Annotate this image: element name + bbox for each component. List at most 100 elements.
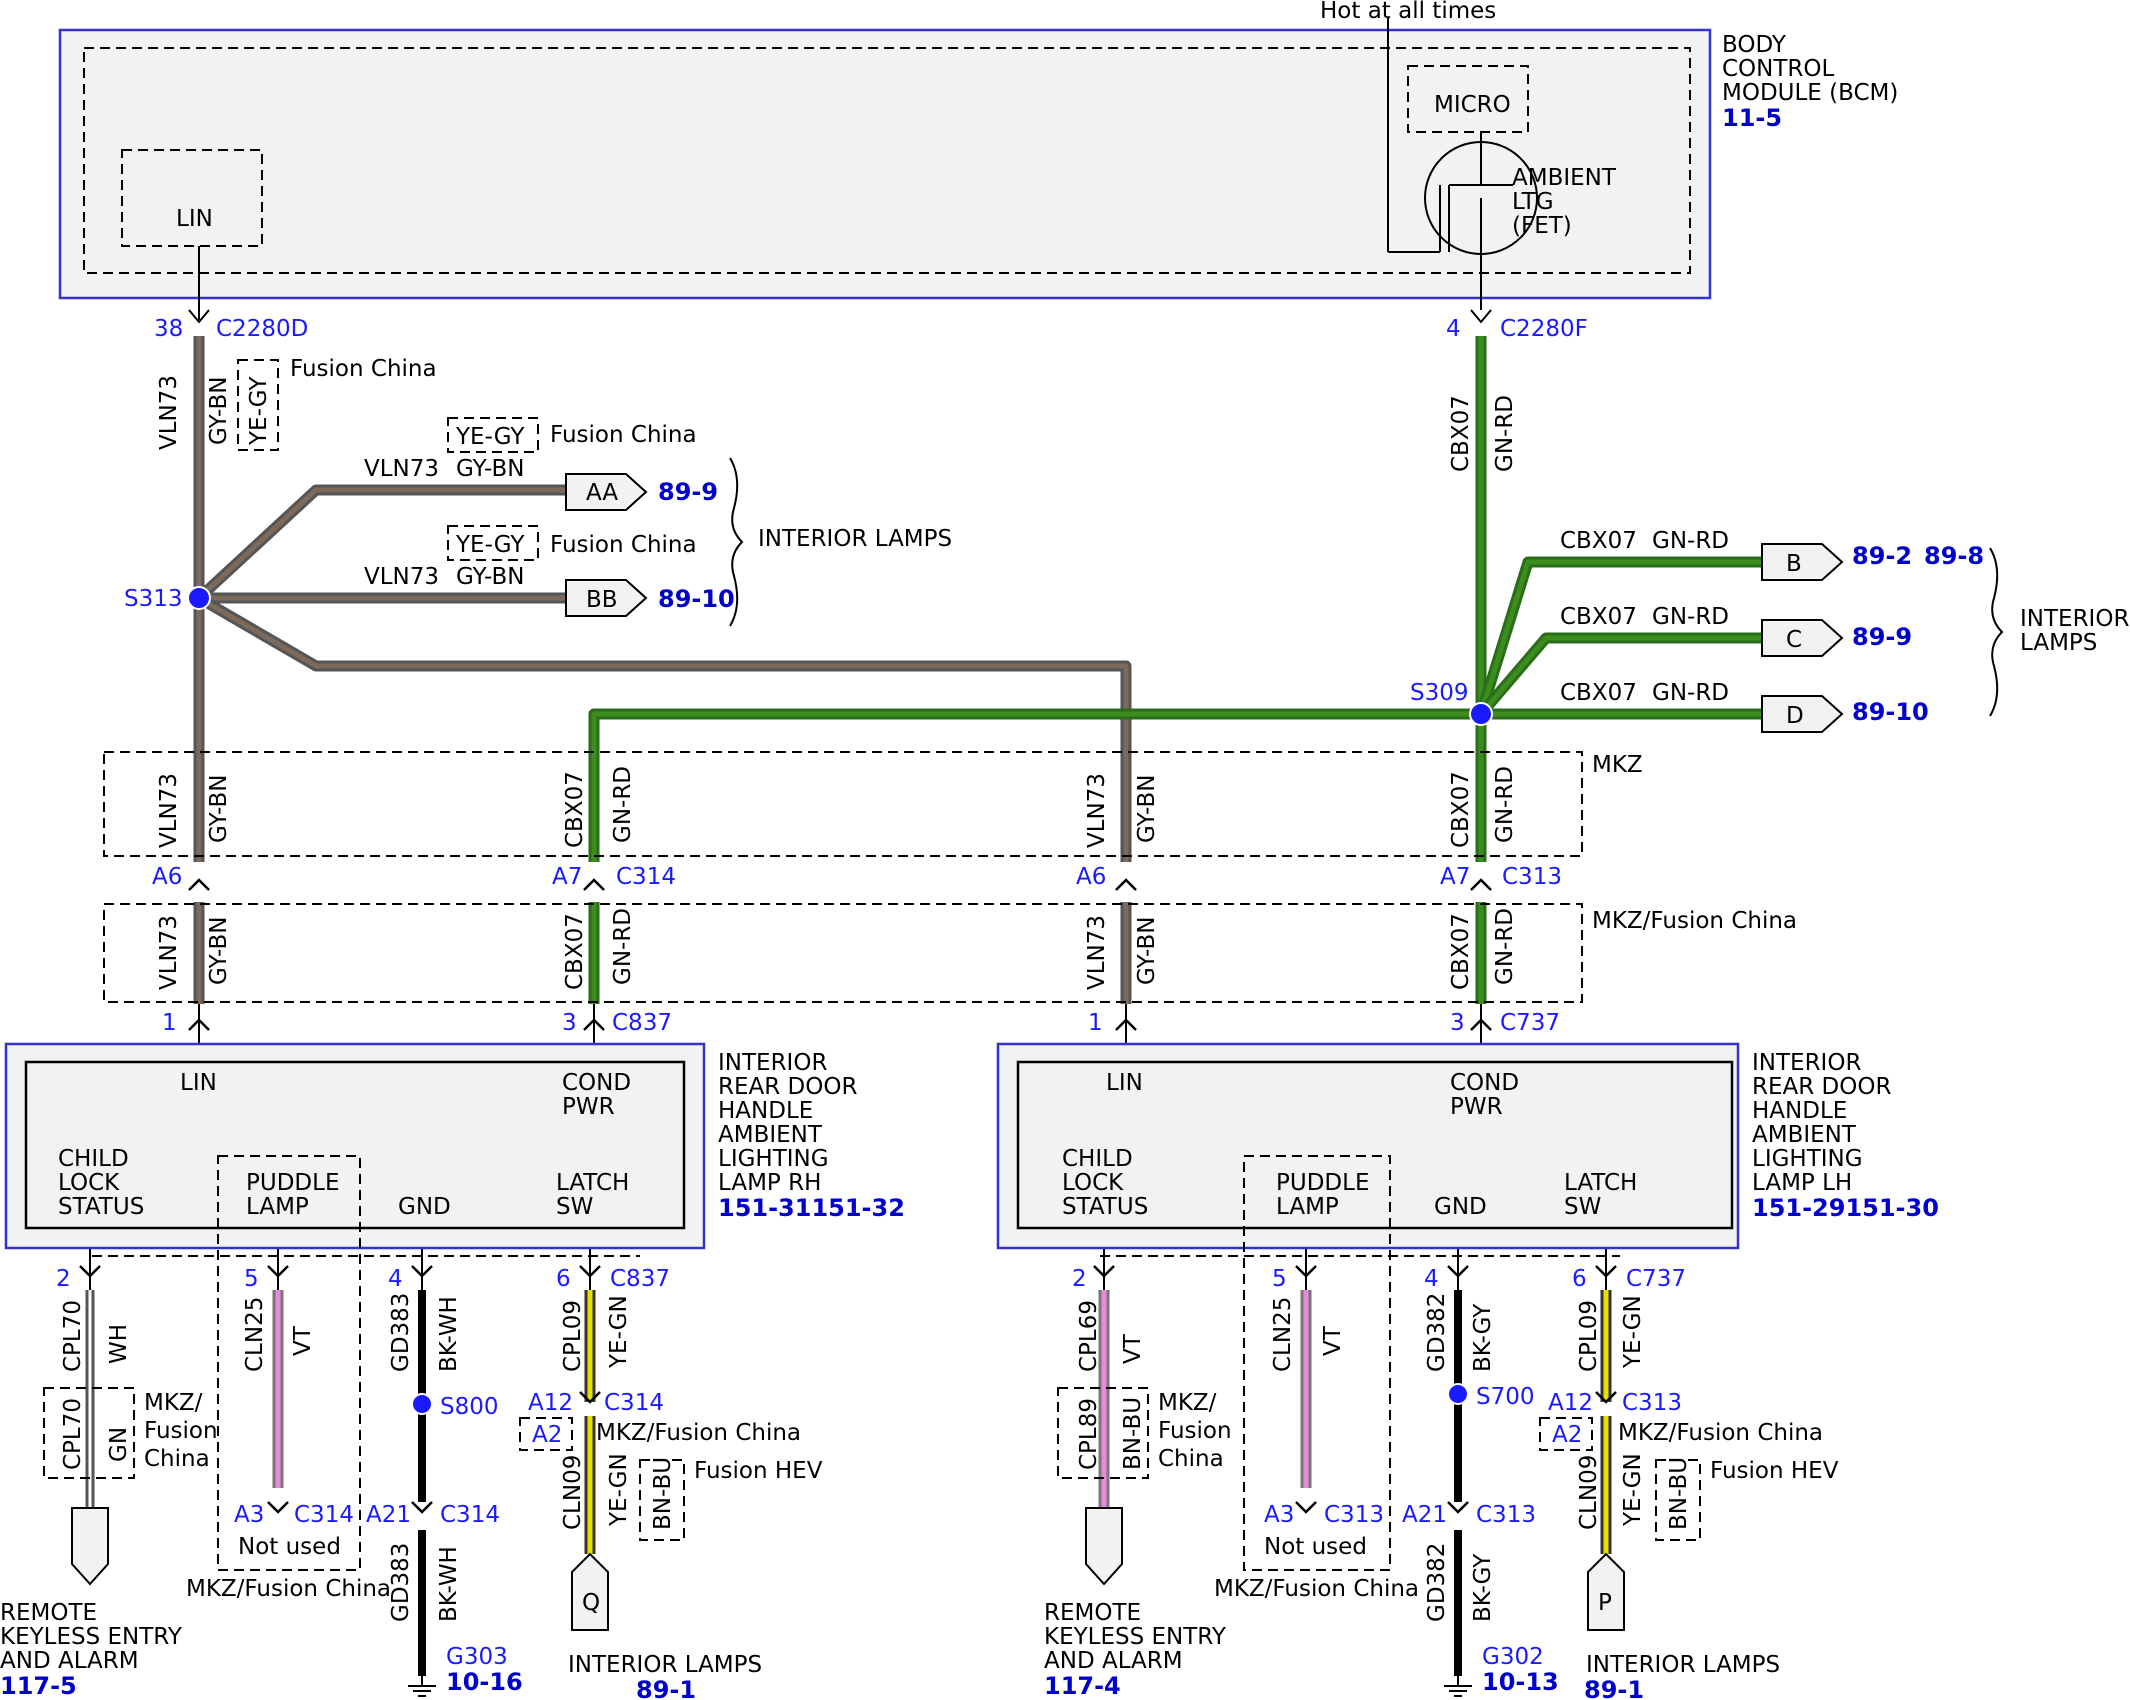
wire-code-cbx07-b: CBX07: [1560, 528, 1637, 554]
rh-pin-a3: A3: [234, 1502, 264, 1528]
lh-cln25: CLN25: [1270, 1297, 1296, 1372]
lh-pin-6: 6: [1572, 1266, 1587, 1292]
rh-cln09: CLN09: [560, 1455, 586, 1530]
ground-g302-ref[interactable]: 10-13: [1482, 1668, 1559, 1696]
rh-mkz-alt-box: [43, 1387, 135, 1479]
rh-c314-a21: C314: [440, 1502, 500, 1528]
offpage-b-ref1[interactable]: 89-2: [1852, 542, 1912, 570]
offpage-c-ref[interactable]: 89-9: [1852, 623, 1912, 651]
lh-interior-lamps-ref[interactable]: 89-1: [1584, 1676, 1644, 1700]
wire-code-vln73-aa: VLN73: [364, 456, 439, 482]
lh-label-5: LIGHTING: [1752, 1146, 1863, 1172]
splice-s700[interactable]: [1447, 1383, 1469, 1405]
offpage-connector-aa[interactable]: [565, 473, 648, 511]
connector-arrow-layer: [79, 878, 1617, 1514]
rh-pin-2: 2: [56, 1266, 71, 1292]
rh-interior-lamps: INTERIOR LAMPS: [568, 1652, 762, 1678]
lh-remote-2: KEYLESS ENTRY: [1044, 1624, 1227, 1650]
offpage-connector-p[interactable]: [1587, 1552, 1625, 1631]
mkz-gy-bn-lh: GY-BN: [1134, 775, 1160, 843]
rh-interior-lamps-ref[interactable]: 89-1: [636, 1676, 696, 1700]
rh-bk-wh-top: BK-WH: [436, 1296, 462, 1372]
mkz-gy-bn-rh: GY-BN: [206, 775, 232, 843]
mkz-label: MKZ: [1592, 752, 1643, 778]
connector-arrow-up-2: [1115, 878, 1137, 891]
rh-cpl70: CPL70: [60, 1300, 86, 1372]
fusion-china-alt-box-2: [447, 417, 539, 453]
bcm-lin-box: [121, 149, 263, 247]
lh-interior-lamps: INTERIOR LAMPS: [1586, 1652, 1780, 1678]
lh-puddle-1: PUDDLE: [1276, 1170, 1369, 1196]
bcm-lin-label: LIN: [176, 206, 213, 232]
wire-color-gn-rd-b: GN-RD: [1652, 528, 1729, 554]
fet-label-3: (FET): [1512, 213, 1572, 239]
rh-gd383-top: GD383: [388, 1293, 414, 1372]
rh-a2-alt-box: [519, 1417, 573, 1451]
offpage-aa-ref[interactable]: 89-9: [658, 478, 718, 506]
offpage-d-ref[interactable]: 89-10: [1852, 698, 1929, 726]
mkz-fusion-china-region: [103, 903, 1583, 1003]
wire-code-vln73-top: VLN73: [156, 375, 182, 450]
lh-puddle-mkzfc: MKZ/Fusion China: [1214, 1576, 1419, 1602]
lh-c313-a3: C313: [1324, 1502, 1384, 1528]
rh-ref[interactable]: 151-31151-32: [718, 1194, 905, 1222]
offpage-connector-c[interactable]: [1761, 619, 1844, 657]
splice-s313[interactable]: [187, 586, 211, 610]
lh-child-3: STATUS: [1062, 1194, 1148, 1220]
ground-g302-icon: [1444, 1676, 1472, 1697]
hot-at-all-times: Hot at all times: [1320, 0, 1496, 24]
offpage-bb-ref[interactable]: 89-10: [658, 585, 735, 613]
rh-c837-bottom: C837: [610, 1266, 670, 1292]
offpage-aa-label: AA: [586, 480, 618, 506]
lh-mkzfc-1: MKZ/: [1158, 1390, 1217, 1416]
remote-keyless-connector-lh[interactable]: [1085, 1507, 1123, 1586]
bcm-module: [58, 28, 1712, 300]
connector-arrow-down-7: [1595, 1265, 1617, 1278]
lh-remote-ref[interactable]: 117-4: [1044, 1672, 1121, 1700]
mfc-gy-bn-rh: GY-BN: [206, 917, 232, 985]
offpage-connector-bb[interactable]: [565, 579, 648, 617]
lh-fusion-hev: Fusion HEV: [1710, 1458, 1839, 1484]
wire-color-gn-rd-c: GN-RD: [1652, 604, 1729, 630]
bcm-label-2: CONTROL: [1722, 56, 1835, 82]
rh-puddle-mkzfc: MKZ/Fusion China: [186, 1576, 391, 1602]
fet-label-2: LTG: [1512, 189, 1554, 215]
ground-g303-ref[interactable]: 10-16: [446, 1668, 523, 1696]
mfc-gn-rd-lh: GN-RD: [1492, 908, 1518, 985]
remote-keyless-connector-rh[interactable]: [71, 1507, 109, 1586]
c2280d-label: C2280D: [216, 316, 308, 342]
rh-pin-a2: A2: [532, 1422, 562, 1448]
splice-s800[interactable]: [411, 1393, 433, 1415]
connector-c837-top: C837: [612, 1010, 672, 1036]
offpage-connector-d[interactable]: [1761, 695, 1844, 733]
fusion-china-alt-box-1: [237, 359, 279, 451]
wire-vln73-to-aa: [195, 484, 566, 603]
lh-gd382-top: GD382: [1424, 1293, 1450, 1372]
rh-hev-alt-box: [639, 1459, 685, 1541]
rh-cond-1: COND: [562, 1070, 631, 1096]
lh-ref[interactable]: 151-29151-30: [1752, 1194, 1939, 1222]
lh-latch-2: SW: [1564, 1194, 1601, 1220]
offpage-connector-q[interactable]: [571, 1552, 609, 1631]
lh-latch-1: LATCH: [1564, 1170, 1637, 1196]
lh-hev-alt-box: [1655, 1459, 1701, 1541]
lh-mkzfc-3: China: [1158, 1446, 1224, 1472]
offpage-connector-b[interactable]: [1761, 543, 1844, 581]
pin-3-rh: 3: [562, 1010, 577, 1036]
mfc-gy-bn-lh: GY-BN: [1134, 917, 1160, 985]
offpage-d-label: D: [1786, 703, 1804, 729]
offpage-b-ref2[interactable]: 89-8: [1924, 542, 1984, 570]
bcm-ref[interactable]: 11-5: [1722, 104, 1782, 132]
rh-fusion-hev: Fusion HEV: [694, 1458, 823, 1484]
rh-pin-a21: A21: [366, 1502, 411, 1528]
offpage-p-label: P: [1598, 1590, 1612, 1616]
connector-arrow-up-6: [1115, 1018, 1137, 1031]
rh-ye-gn-bot: YE-GN: [606, 1453, 632, 1527]
wire-color-gn-rd-d: GN-RD: [1652, 680, 1729, 706]
ground-g303: G303: [446, 1644, 508, 1670]
connector-arrow-down-0: [79, 1265, 101, 1278]
splice-s309[interactable]: [1469, 702, 1493, 726]
rh-puddle-region: [217, 1155, 361, 1571]
connector-c313: C313: [1502, 864, 1562, 890]
rh-remote-ref[interactable]: 117-5: [0, 1672, 77, 1700]
